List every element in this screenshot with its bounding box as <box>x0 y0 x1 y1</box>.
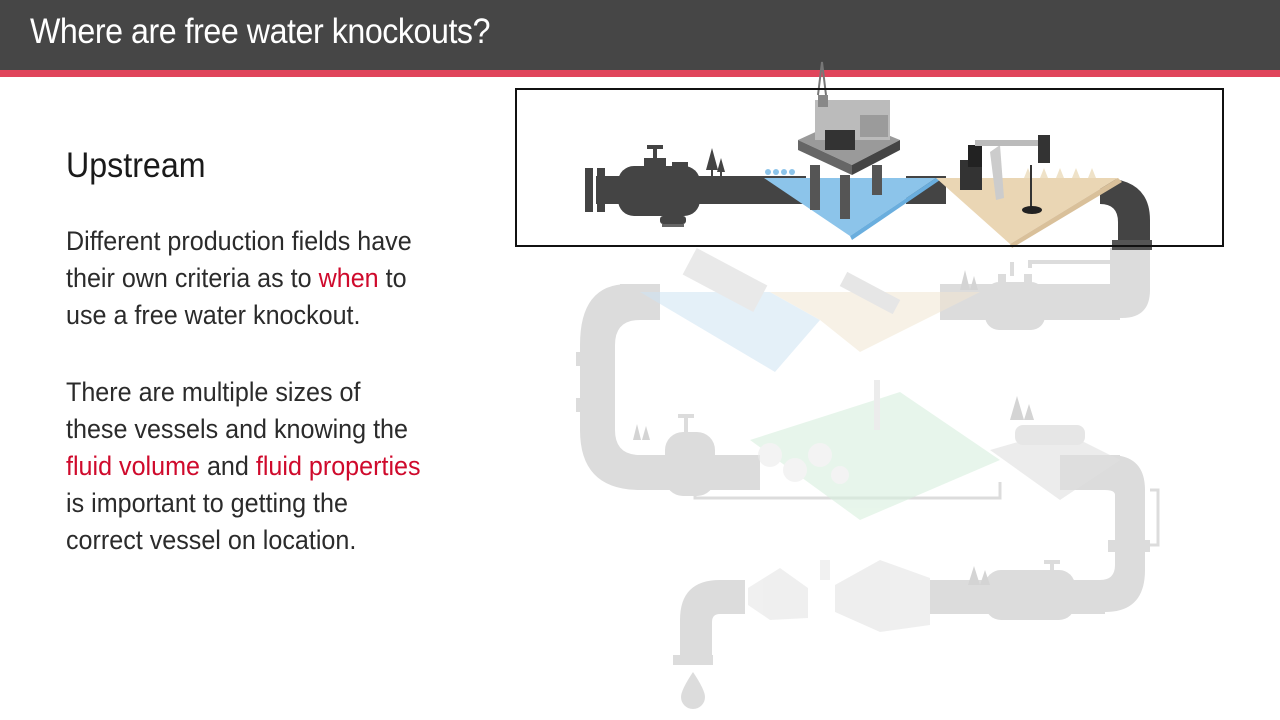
text-line: fluid volume and fluid properties <box>66 448 466 485</box>
faded-pipeline <box>576 248 1160 709</box>
faded-trees <box>633 270 1034 585</box>
text-line: these vessels and knowing the <box>66 414 408 444</box>
upstream-highlight-frame <box>515 88 1224 247</box>
text-line: use a free water knockout. <box>66 300 361 330</box>
header-accent-bar <box>0 70 1280 77</box>
text-segment: and <box>199 451 256 481</box>
refinery-scene <box>750 380 1120 520</box>
text-segment: to <box>378 263 407 293</box>
highlight-fluid-volume: fluid volume <box>66 451 200 481</box>
text-line: is important to getting the <box>66 488 348 518</box>
midstream-scene <box>640 247 980 372</box>
text-line: correct vessel on location. <box>66 525 357 555</box>
paragraph-criteria: Different production fields have their o… <box>66 223 466 334</box>
text-segment: their own criteria as to <box>66 263 319 293</box>
section-heading: Upstream <box>66 146 206 185</box>
highlight-when: when <box>318 263 379 293</box>
text-line: their own criteria as to when to <box>66 260 466 297</box>
downstream-scene <box>748 560 930 632</box>
paragraph-vessel-sizes: There are multiple sizes of these vessel… <box>66 374 466 559</box>
slide-title: Where are free water knockouts? <box>30 12 491 51</box>
text-line: Different production fields have <box>66 226 412 256</box>
highlight-fluid-properties: fluid properties <box>255 451 421 481</box>
slide-header: Where are free water knockouts? <box>0 0 1280 70</box>
text-line: There are multiple sizes of <box>66 377 361 407</box>
